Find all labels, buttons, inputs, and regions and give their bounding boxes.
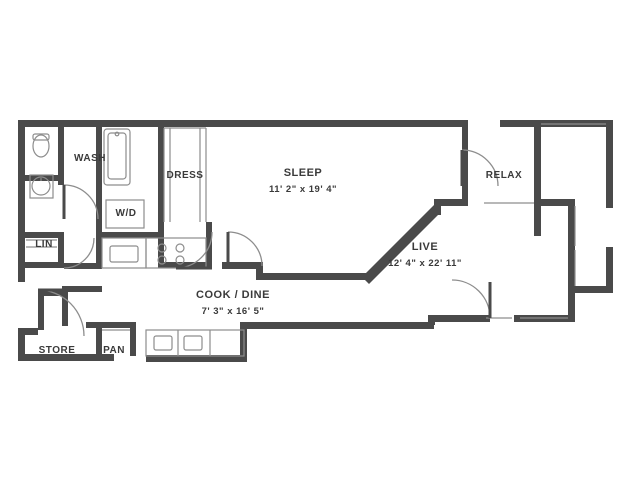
room-name: SLEEP	[283, 167, 323, 179]
room-dimensions: 11' 2" x 19' 4"	[268, 183, 338, 195]
room-label-store: STORE	[28, 345, 86, 358]
room-name: WASH	[74, 153, 106, 164]
room-label-washer-dryer: W/D	[104, 208, 148, 221]
room-dimensions: 12' 4" x 22' 11"	[388, 257, 462, 269]
room-label-live: LIVE 12' 4" x 22' 11"	[356, 241, 494, 270]
room-name: PAN	[103, 345, 125, 356]
room-label-cook-dine: COOK / DINE 7' 3" x 16' 5"	[166, 289, 300, 318]
room-name: COOK / DINE	[196, 289, 270, 301]
fixtures	[26, 123, 606, 357]
room-name: DRESS	[166, 170, 204, 181]
room-name: LIVE	[411, 241, 439, 253]
room-name: RELAX	[485, 170, 523, 181]
room-label-dress: DRESS	[152, 170, 218, 183]
room-name: STORE	[38, 345, 76, 356]
room-name: LIN	[35, 239, 53, 250]
room-label-relax: RELAX	[473, 170, 535, 183]
room-label-sleep: SLEEP 11' 2" x 19' 4"	[233, 167, 373, 196]
room-label-lin: LIN	[24, 239, 64, 252]
room-dimensions: 7' 3" x 16' 5"	[201, 305, 265, 317]
door-swings	[37, 149, 499, 337]
room-label-wash: WASH	[62, 153, 118, 166]
room-label-pan: PAN	[92, 345, 136, 358]
room-name: W/D	[115, 208, 137, 219]
